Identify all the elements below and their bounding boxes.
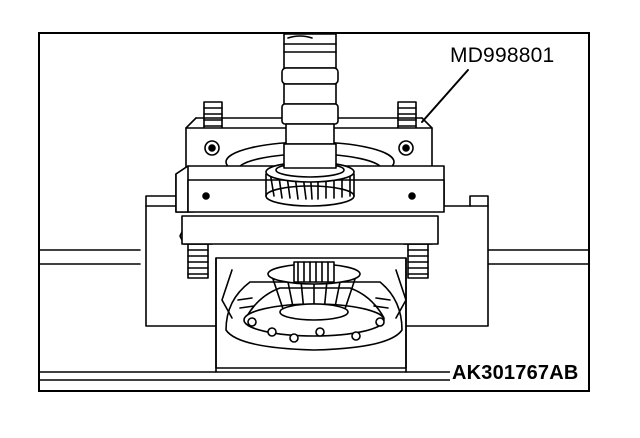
tool-label: MD998801 xyxy=(448,44,557,68)
figure-id: AK301767AB xyxy=(450,362,581,385)
differential-case xyxy=(221,261,407,351)
press-ram xyxy=(281,34,339,169)
base-rails xyxy=(40,249,588,381)
callout-leader xyxy=(421,69,469,123)
